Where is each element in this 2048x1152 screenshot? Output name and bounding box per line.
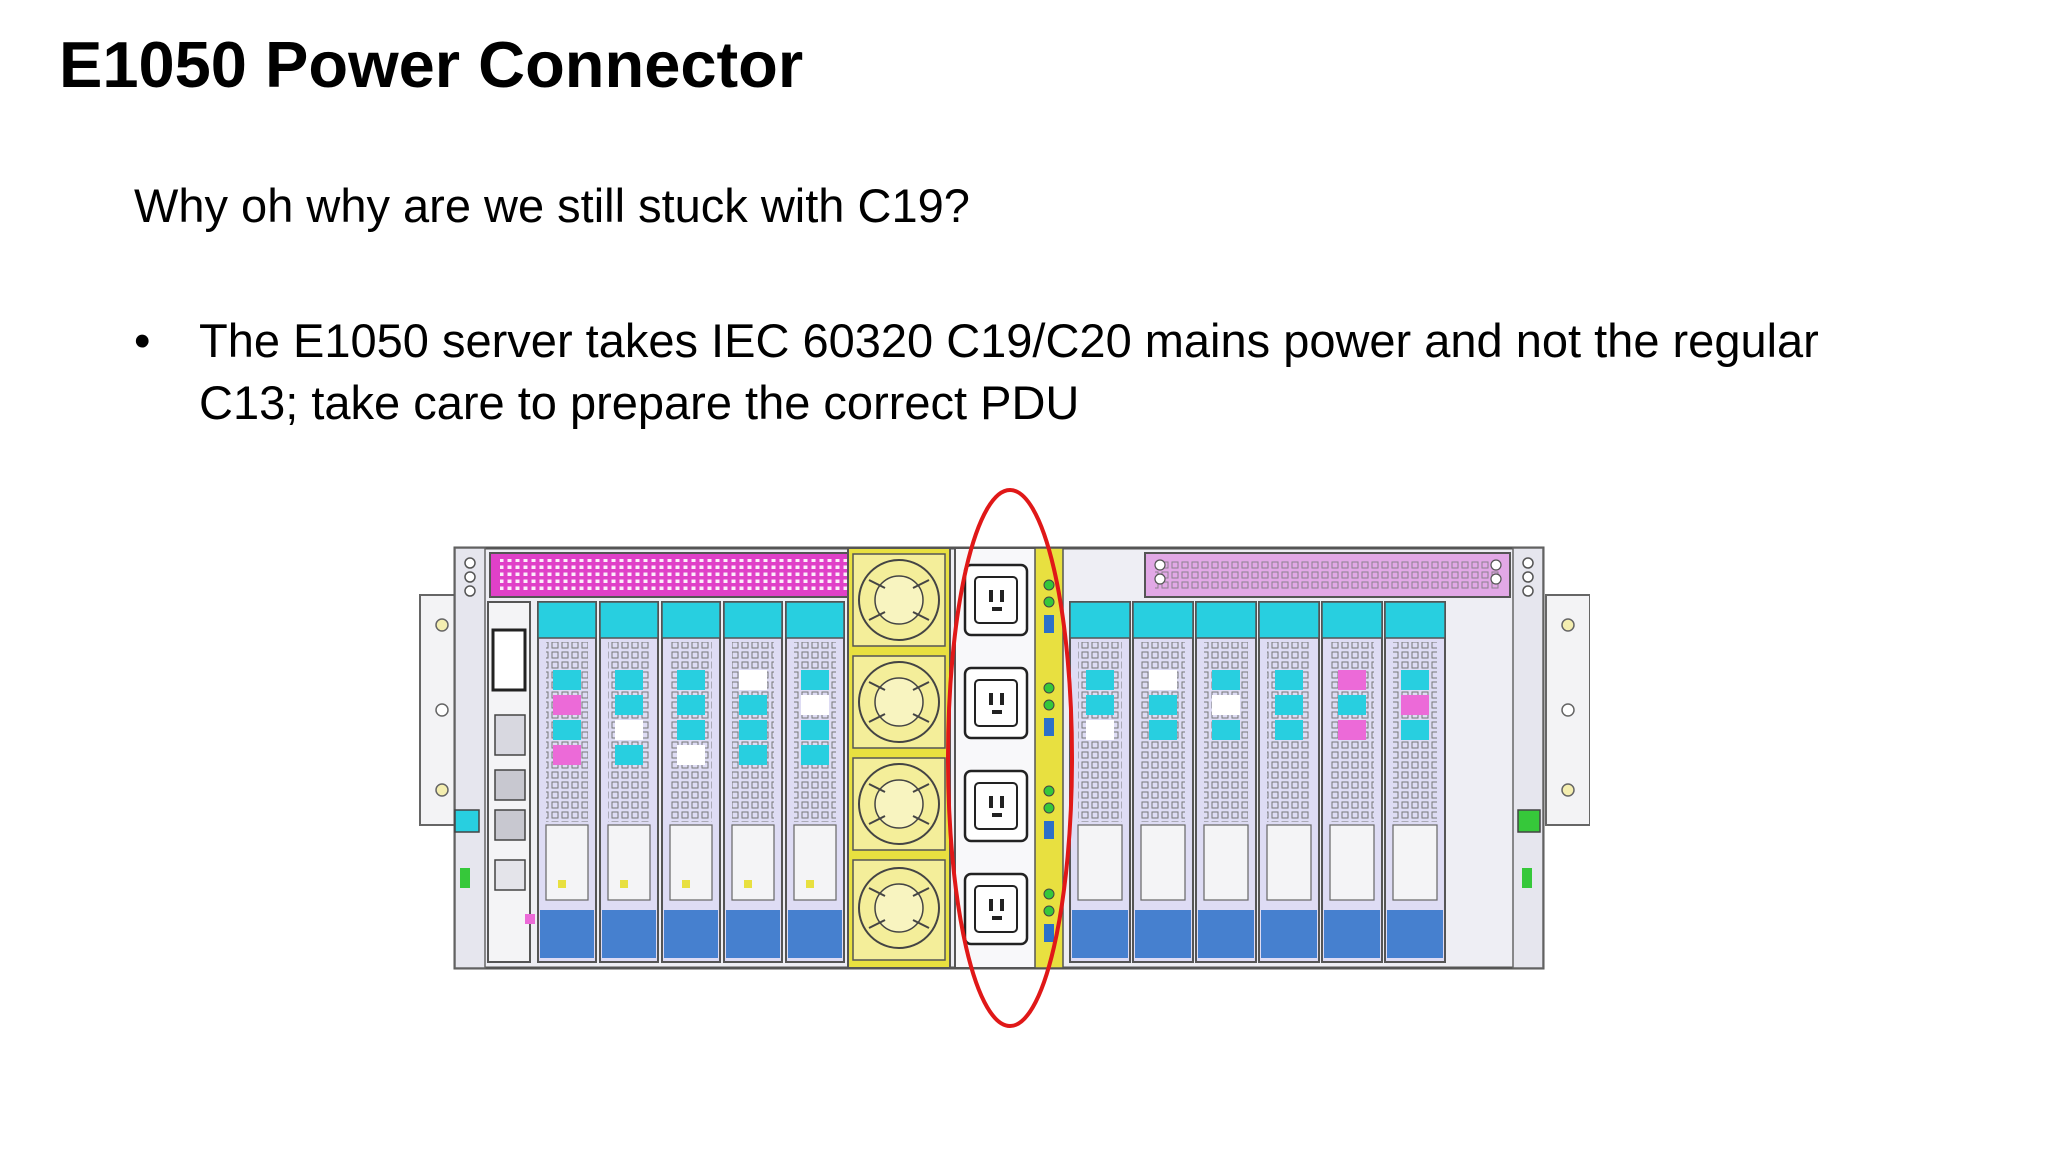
psu-column — [954, 547, 1064, 969]
sled — [537, 601, 597, 963]
sled — [1132, 601, 1194, 963]
bullet-list: • The E1050 server takes IEC 60320 C19/C… — [134, 310, 1834, 434]
fan-icon — [852, 757, 946, 851]
sled — [785, 601, 845, 963]
slide-subtitle: Why oh why are we still stuck with C19? — [134, 179, 970, 232]
sled — [1321, 601, 1383, 963]
bullet-text: The E1050 server takes IEC 60320 C19/C20… — [199, 314, 1819, 429]
fan-icon — [852, 655, 946, 749]
fan-icon — [852, 553, 946, 647]
server-rear-diagram — [419, 488, 1590, 1028]
c20-inlet — [963, 872, 1055, 946]
c20-inlet — [963, 769, 1055, 843]
pcie-bar-right — [1144, 552, 1511, 598]
sled — [661, 601, 721, 963]
fan-column — [847, 547, 951, 969]
sled — [1258, 601, 1320, 963]
bullet-item: • The E1050 server takes IEC 60320 C19/C… — [134, 310, 1834, 434]
c20-inlet — [963, 563, 1055, 637]
c20-inlet — [963, 666, 1055, 740]
right-sled-bay — [1069, 601, 1446, 963]
pcie-bar-left — [489, 552, 859, 598]
sled — [599, 601, 659, 963]
bullet-marker: • — [134, 314, 151, 367]
sled — [1384, 601, 1446, 963]
fan-icon — [852, 859, 946, 961]
rack-ear-right — [1545, 594, 1590, 826]
power-inlet-highlight — [946, 488, 1074, 1028]
left-sled-bay — [537, 601, 845, 963]
sled — [1195, 601, 1257, 963]
io-module — [454, 601, 535, 963]
sled — [1069, 601, 1131, 963]
sled — [723, 601, 783, 963]
slide-title: E1050 Power Connector — [59, 28, 804, 101]
